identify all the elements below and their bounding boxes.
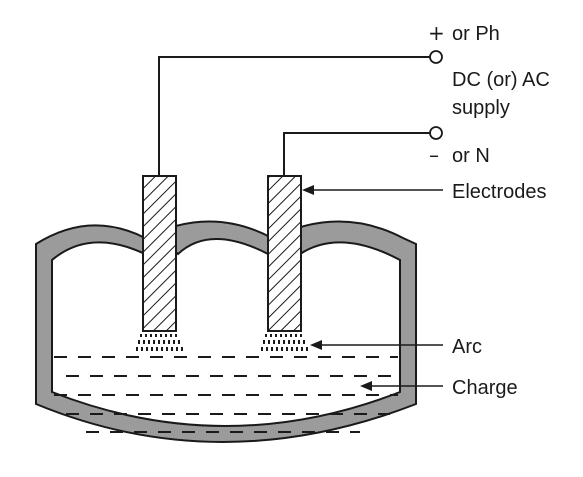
negative-label: or N <box>452 145 490 167</box>
positive-symbol: + <box>428 21 445 45</box>
negative-symbol: – <box>429 143 439 167</box>
supply-label-line1: DC (or) AC <box>452 69 550 91</box>
electrodes-label: Electrodes <box>452 181 547 203</box>
charge-pointer <box>360 381 443 391</box>
positive-label: or Ph <box>452 23 500 45</box>
arc-label: Arc <box>452 336 482 358</box>
furnace-shell <box>35 220 417 443</box>
charge-label: Charge <box>452 377 518 399</box>
supply-label-line2: supply <box>452 97 510 119</box>
electrodes-pointer <box>302 185 443 195</box>
charge-liquid <box>54 356 398 433</box>
arc-right <box>261 334 308 351</box>
electrode-right <box>267 175 302 332</box>
electrode-left <box>142 175 177 332</box>
negative-terminal <box>429 126 443 140</box>
arc-left <box>136 334 183 351</box>
positive-terminal <box>429 50 443 64</box>
positive-wire <box>158 56 430 176</box>
negative-wire <box>283 132 430 176</box>
arc-pointer <box>310 340 443 350</box>
